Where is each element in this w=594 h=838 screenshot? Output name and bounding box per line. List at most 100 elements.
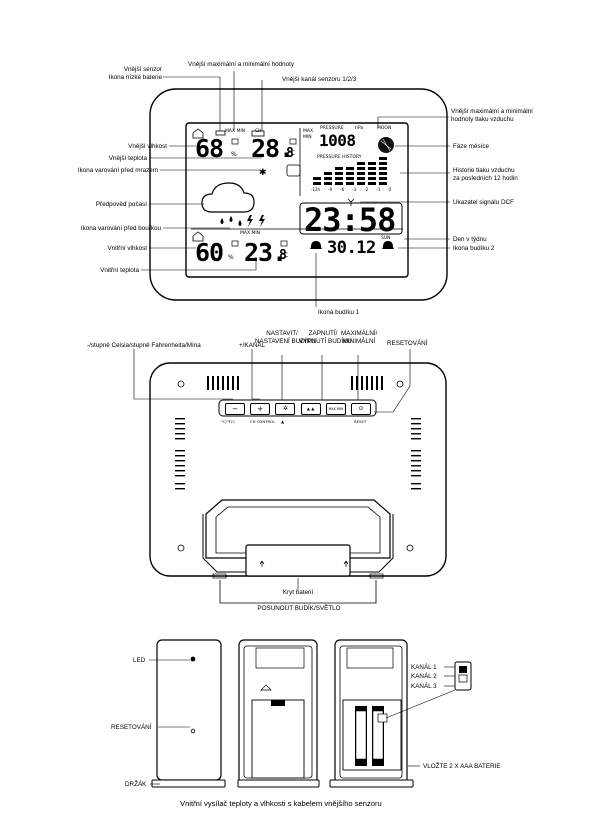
stand-inner xyxy=(215,506,381,554)
lcd-indoor-temp-decimal: 8 xyxy=(279,248,287,263)
lcd-max-tag: MAX xyxy=(303,129,314,134)
label-slide-switch: POSUNOUT BUDÍK/SVĚTLO xyxy=(257,605,341,612)
label-pressure-history-1: Historie tlaku vzduchu xyxy=(453,167,515,174)
label-set-alarm-2: NASTAVENÍ BUDÍKU xyxy=(255,338,316,345)
lcd-unit-celsius-out: °C xyxy=(288,150,296,157)
label-alarm-onoff-2: VYPNUTÍ BUDÍKU xyxy=(299,338,352,345)
lcd-pressure-value: 1008 xyxy=(319,131,356,150)
minus-button[interactable]: − xyxy=(225,403,245,415)
history-tick: -9 xyxy=(328,187,333,192)
low-battery-icon xyxy=(215,130,226,136)
reset-button[interactable]: ⊙ xyxy=(350,403,371,415)
alarm-onoff-button[interactable]: ▲ ▲ xyxy=(300,403,321,415)
label-celsius-fahrenheit: -/stupně Celsia/stupně Fahrenheita/Mína xyxy=(87,342,201,349)
history-tick: -6 xyxy=(340,187,345,192)
label-indoor-humidity: Vnitřní vlhkost xyxy=(107,245,147,252)
lightning-icon xyxy=(259,215,265,227)
label-channel-1: KANÁL 1 xyxy=(411,664,437,671)
led-indicator xyxy=(190,656,196,662)
pressure-history-bars xyxy=(313,157,387,185)
button-caption-ch: CH CONTROL xyxy=(250,419,276,424)
history-tick: -3 xyxy=(352,187,357,192)
alarm2-bell-icon xyxy=(382,241,394,249)
label-forecast: Předpověď počasí xyxy=(95,201,147,208)
lcd-unit-percent: % xyxy=(231,151,237,158)
label-channel-3: KANÁL 3 xyxy=(411,683,437,690)
lcd-history-ticks: -12h -9 -6 -3 -2 -1 0 xyxy=(311,187,391,192)
lcd-unit-percent-in: % xyxy=(228,254,234,261)
dcf-signal-icon xyxy=(347,198,355,206)
set-alarm-button[interactable]: ✲ xyxy=(275,403,296,415)
screw-hole xyxy=(177,380,185,388)
button-caption-cf: °C/°F/▽ xyxy=(221,419,236,424)
label-alarm2: Ikona budíku 2 xyxy=(453,245,495,252)
raindrop-icon xyxy=(229,216,233,222)
indoor-house-icon xyxy=(192,231,204,242)
label-maxmin-2: MINIMÁLNÍ xyxy=(342,338,376,345)
label-outdoor-humidity: Vnější vlhkost xyxy=(128,143,167,150)
stand-outer xyxy=(205,499,391,559)
front-leader-lines xyxy=(141,71,450,307)
sensor-caption: Vnitřní vysílač teploty a vlhkosti s kab… xyxy=(180,799,382,808)
battery-cover xyxy=(245,544,351,577)
label-outdoor-max-min: Vnější maximální a minimální hodnoty xyxy=(188,61,295,68)
alarm1-bell-icon xyxy=(310,241,322,249)
button-panel xyxy=(218,399,377,417)
vent-slots xyxy=(175,376,421,490)
channel-icon xyxy=(251,130,265,137)
sensor-leader-lines xyxy=(149,659,456,785)
label-outdoor-sensor: Vnější senzor xyxy=(123,66,162,73)
button-caption-reset: RESET xyxy=(354,419,367,424)
lcd-date: 30.12 xyxy=(327,238,376,258)
history-tick: 0 xyxy=(388,187,391,192)
lcd-unit-celsius-in: °C xyxy=(281,252,289,259)
sensor-stand-back xyxy=(237,779,320,788)
label-holder: DRŽÁK xyxy=(125,781,147,788)
front-station: ✱ xyxy=(141,71,450,307)
lcd-outdoor-temperature: 28. xyxy=(251,134,294,163)
label-outdoor-temperature: Vnější teplota xyxy=(108,155,147,162)
lcd-outdoor-humidity: 68 xyxy=(195,134,224,163)
history-tick: -2 xyxy=(364,187,369,192)
lcd-indoor-temperature: 23. xyxy=(244,238,287,267)
lcd-pressure-label: PRESSURE xyxy=(320,126,344,131)
label-pressure-history-2: za posledních 12 hodin xyxy=(453,175,518,182)
frost-icon: ✱ xyxy=(259,168,267,178)
house-icon xyxy=(192,128,204,139)
label-alarm-onoff-1: ZAPNUTÍ/ xyxy=(308,330,338,337)
lcd-min-tag: MIN xyxy=(303,135,312,140)
label-sensor-reset: RESETOVÁNÍ xyxy=(111,724,152,731)
back-leader-lines xyxy=(133,349,411,590)
lcd-time: 23:58 xyxy=(304,201,396,239)
label-storm-warning: Ikona varování před bouřkou xyxy=(80,225,161,232)
lcd-outdoor-temp-decimal: 8 xyxy=(286,146,294,161)
label-maxmin-1: MAXIMÁLNÍ/ xyxy=(341,330,378,337)
lcd-weekday-tag: SUN xyxy=(381,236,391,241)
reset-hole xyxy=(190,728,196,734)
label-led: LED xyxy=(133,657,146,664)
sensor-views xyxy=(149,639,472,788)
maxmin-button[interactable]: MAX MIN xyxy=(325,403,346,415)
sensor-stand-front xyxy=(151,779,226,788)
label-low-battery: Ikona nízké baterie xyxy=(108,74,162,81)
label-set-alarm-1: NASTAVIT/ xyxy=(266,330,298,337)
lcd-moon-label: MOON xyxy=(377,126,392,131)
label-reset: RESETOVÁNÍ xyxy=(387,340,428,347)
lcd-ch-tag: CH xyxy=(255,129,262,134)
screw-hole xyxy=(396,380,404,388)
label-outdoor-channel: Vnější kanál senzoru 1/2/3 xyxy=(282,76,357,83)
label-moon-phase: Fáze měsíce xyxy=(453,143,490,150)
slide-bracket xyxy=(219,580,377,604)
screw-hole xyxy=(177,544,185,552)
sensor-battery-door xyxy=(251,699,305,779)
label-pressure-max-min-1: Vnější maximální a minimální xyxy=(451,108,533,115)
plus-channel-button[interactable]: + xyxy=(250,403,271,415)
screw-hole xyxy=(406,544,414,552)
label-battery-cover: Kryt baterií xyxy=(282,589,314,596)
lcd-indoor-tag: MAX MIN xyxy=(240,231,261,236)
history-tick: -1 xyxy=(376,187,381,192)
lightning-icon xyxy=(247,215,253,227)
button-caption-alarm: ▲ xyxy=(281,419,285,424)
label-plus-channel: +/KANÁL xyxy=(239,342,266,349)
